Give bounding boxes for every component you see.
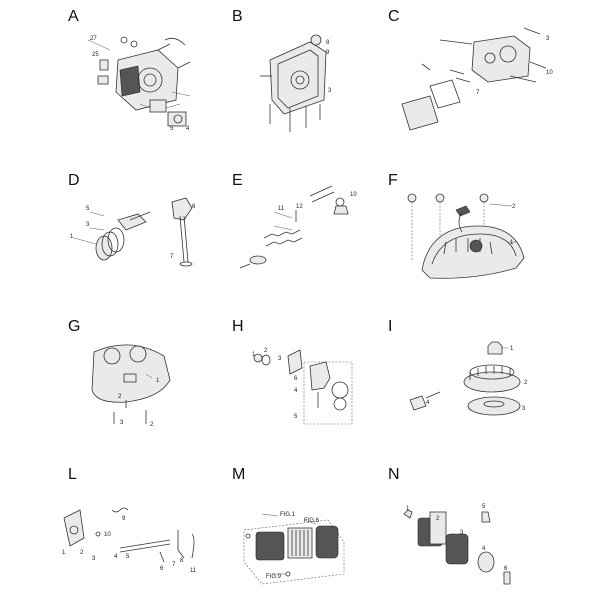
callout-6: 6 — [294, 376, 298, 382]
svg-text:7: 7 — [476, 90, 480, 96]
panel-letter: L — [68, 466, 77, 483]
callout-4: 4 — [114, 554, 118, 560]
recoil-starter-diagram: 2 1 — [407, 193, 525, 279]
callout-6: 6 — [160, 566, 164, 572]
panel-m: M FIG.1 FIG.6 FIG.9 — [200, 450, 400, 600]
air-cleaner-diagram: FIG.1 FIG.6 FIG.9 — [243, 512, 345, 585]
callout-1: 1 — [62, 550, 66, 556]
callout-2: 2 — [524, 380, 528, 386]
blower-housing-diagram: 1 2 3 2 — [91, 344, 171, 428]
panel-letter: N — [388, 466, 400, 483]
panel-letter: B — [232, 8, 243, 25]
callout-2: 2 — [118, 394, 122, 400]
panel-letter: H — [232, 318, 244, 335]
callout-1: 1 — [510, 346, 514, 352]
crankshaft-piston-diagram: 5 3 1 6 7 — [70, 197, 196, 267]
panel-a: A 27 25 5 4 — [0, 0, 200, 150]
callout-fig9: FIG.9 — [266, 574, 282, 580]
panel-letter: F — [388, 172, 398, 189]
crankcase-cover-diagram: 8 9 3 — [260, 34, 332, 132]
panel-g: G 1 2 3 2 — [0, 300, 200, 450]
svg-text:3: 3 — [86, 222, 90, 228]
callout-3: 3 — [92, 556, 96, 562]
svg-text:5: 5 — [86, 206, 90, 212]
callout-3: 3 — [120, 420, 124, 426]
svg-text:4: 4 — [186, 126, 190, 132]
callout-2: 2 — [436, 516, 440, 522]
panel-letter: A — [68, 8, 79, 25]
panel-f: F 2 1 — [388, 150, 600, 300]
svg-text:7: 7 — [170, 254, 174, 260]
panel-h: H 1 2 3 6 4 5 — [200, 300, 400, 450]
svg-text:10: 10 — [546, 70, 553, 76]
svg-text:27: 27 — [90, 36, 97, 42]
flywheel-ignition-diagram: 1 4 2 3 — [409, 341, 528, 416]
callout-6: 6 — [504, 566, 508, 572]
svg-text:11: 11 — [278, 206, 285, 212]
callout-4: 4 — [426, 400, 430, 406]
panel-d: D 5 3 1 6 7 — [0, 150, 200, 300]
callout-7: 7 — [172, 562, 176, 568]
panel-letter: I — [388, 318, 393, 335]
callout-11: 11 — [190, 568, 197, 574]
panel-n: N 1 2 3 4 5 6 — [388, 450, 600, 600]
callout-3: 3 — [522, 406, 526, 412]
svg-text:10: 10 — [350, 192, 357, 198]
svg-text:9: 9 — [326, 50, 330, 56]
carburetor-diagram: 1 2 3 6 4 5 — [252, 348, 353, 425]
svg-text:12: 12 — [296, 204, 303, 210]
callout-5: 5 — [294, 414, 298, 420]
panel-letter: M — [232, 466, 246, 483]
callout-4: 4 — [294, 388, 298, 394]
callout-fig1: FIG.1 — [280, 512, 296, 518]
panel-letter: E — [232, 172, 243, 189]
callout-3: 3 — [278, 356, 282, 362]
callout-1: 1 — [406, 506, 410, 512]
callout-2: 2 — [512, 204, 516, 210]
callout-4: 4 — [482, 546, 486, 552]
panel-letter: C — [388, 8, 400, 25]
callout-fig6: FIG.6 — [304, 518, 320, 524]
callout-2: 2 — [264, 348, 268, 354]
crankcase-exploded-diagram: 27 25 5 4 — [87, 36, 191, 132]
governor-linkage-diagram: 9 10 1 2 3 4 5 6 7 8 11 — [62, 507, 197, 574]
svg-text:5: 5 — [170, 126, 174, 132]
callout-5: 5 — [126, 554, 130, 560]
panel-c: C 3 10 7 — [388, 0, 600, 150]
panel-b: B 8 9 3 — [200, 0, 400, 150]
panel-i: I 1 4 2 3 — [388, 300, 600, 450]
svg-text:3: 3 — [546, 36, 550, 42]
panel-e: E 11 12 10 — [200, 150, 400, 300]
panel-letter: D — [68, 172, 80, 189]
valve-train-diagram: 11 12 10 — [239, 185, 357, 269]
svg-text:6: 6 — [192, 204, 196, 210]
muffler-diagram: 1 2 3 4 5 6 — [403, 504, 511, 585]
callout-1: 1 — [510, 240, 514, 246]
svg-text:3: 3 — [328, 88, 332, 94]
callout-1: 1 — [156, 378, 160, 384]
callout-8: 8 — [180, 558, 184, 564]
panel-l: L 9 10 1 2 3 4 5 6 7 8 11 — [0, 450, 200, 600]
callout-2b: 2 — [150, 422, 154, 428]
svg-text:8: 8 — [326, 40, 330, 46]
callout-2: 2 — [80, 550, 84, 556]
callout-1: 1 — [252, 352, 256, 358]
svg-text:1: 1 — [70, 234, 74, 240]
callout-3: 3 — [460, 530, 464, 536]
cylinder-head-diagram: 3 10 7 — [401, 27, 553, 131]
svg-text:25: 25 — [92, 52, 99, 58]
callout-9: 9 — [122, 516, 126, 522]
callout-10: 10 — [104, 532, 111, 538]
panel-letter: G — [68, 318, 81, 335]
callout-5: 5 — [482, 504, 486, 510]
